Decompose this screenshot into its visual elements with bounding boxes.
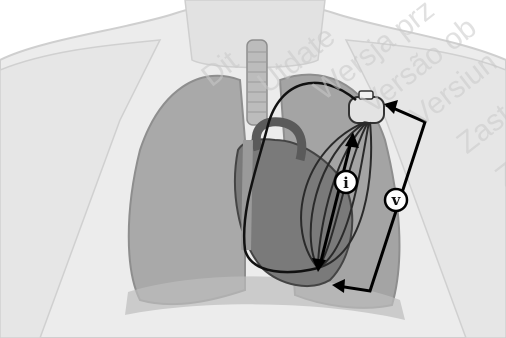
vena-cava	[246, 140, 248, 250]
current-vector-label: i	[343, 174, 349, 192]
voltage-vector-label: v	[391, 191, 402, 209]
